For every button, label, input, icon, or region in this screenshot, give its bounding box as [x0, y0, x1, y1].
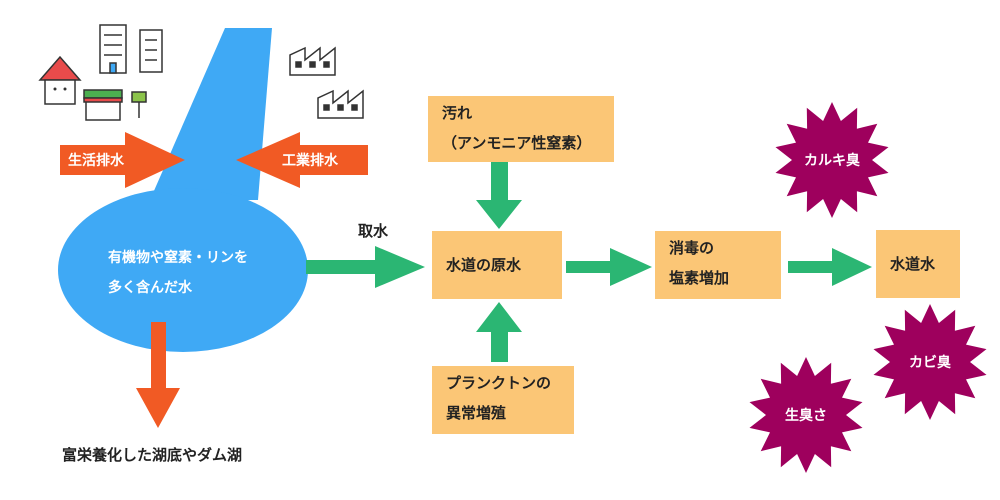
house-icon	[38, 55, 82, 105]
raw-odor-label: 生臭さ	[785, 408, 827, 424]
sediment-arrow	[136, 322, 180, 428]
raw-to-disinfection-arrow	[566, 248, 652, 286]
eutrophic-lake-label: 富栄養化した湖底やダム湖	[62, 446, 243, 464]
industrial-arrow	[236, 132, 368, 188]
industrial-wastewater-label: 工業排水	[282, 153, 338, 169]
lake-text-line1: 有機物や窒素・リンを	[108, 250, 248, 266]
intake-arrow	[306, 246, 425, 288]
tap-water-box: 水道水	[876, 230, 960, 298]
lake-text-line2: 多く含んだ水	[108, 280, 192, 296]
factory-icon	[289, 46, 364, 119]
domestic-wastewater-label: 生活排水	[68, 153, 124, 169]
pollution-box: 汚れ （アンモニア性窒素）	[428, 96, 614, 162]
plankton-arrow	[476, 302, 522, 362]
disinfection-box: 消毒の 塩素増加	[655, 231, 781, 299]
raw-water-box: 水道の原水	[432, 231, 562, 299]
mold-odor-label: カビ臭	[909, 355, 951, 371]
pollution-line1: 汚れ	[442, 104, 473, 122]
chlorine-odor-label: カルキ臭	[804, 153, 860, 169]
plankton-line2: 異常増殖	[446, 404, 507, 422]
plankton-line1: プランクトンの	[446, 374, 552, 392]
disinfection-line1: 消毒の	[669, 239, 715, 257]
shop-icon	[83, 89, 147, 121]
raw-odor-burst	[749, 357, 863, 473]
pollution-arrow	[476, 162, 522, 229]
river	[150, 28, 272, 200]
disinfection-to-tap-arrow	[788, 248, 872, 286]
building-icon	[99, 24, 163, 74]
disinfection-line2: 塩素増加	[669, 269, 730, 287]
tap-water-label: 水道水	[890, 255, 936, 273]
pollution-line2: （アンモニア性窒素）	[442, 134, 592, 152]
raw-water-label: 水道の原水	[446, 256, 522, 274]
chlorine-odor-burst	[775, 102, 889, 218]
mold-odor-burst	[873, 304, 987, 420]
green-arrows	[306, 162, 872, 362]
domestic-arrow	[60, 132, 185, 188]
intake-label: 取水	[358, 222, 389, 240]
plankton-box: プランクトンの 異常増殖	[432, 366, 574, 434]
lake	[58, 188, 308, 352]
